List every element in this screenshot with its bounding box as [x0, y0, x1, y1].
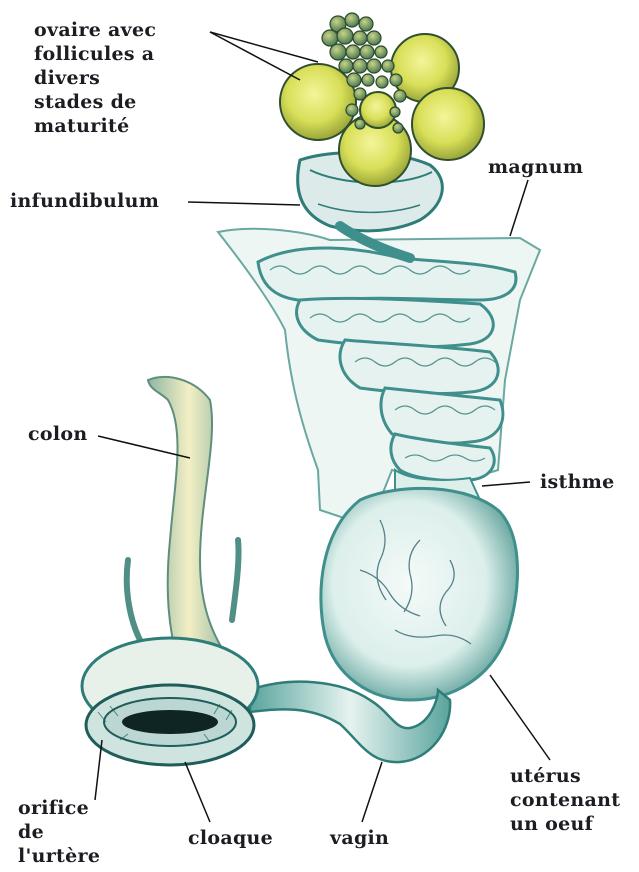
label-ovaire-line-2: follicules a [34, 42, 156, 66]
label-ovaire-line-4: stades de [34, 90, 156, 114]
label-uterus: utérus contenant un oeuf [510, 764, 620, 836]
label-uterus-line-2: contenant [510, 788, 620, 812]
label-uterus-line-1: utérus [510, 764, 620, 788]
cloaca-opening [122, 710, 218, 734]
label-isthme: isthme [540, 470, 615, 494]
label-ovaire-line-3: divers [34, 66, 156, 90]
label-magnum: magnum [488, 155, 583, 179]
label-ovaire: ovaire avec follicules a divers stades d… [34, 18, 156, 138]
label-orifice-line-2: de [18, 820, 100, 844]
label-orifice-line-3: l'urtère [18, 844, 100, 868]
label-cloaque: cloaque [188, 826, 273, 850]
label-colon: colon [28, 422, 87, 446]
label-ovaire-line-1: ovaire avec [34, 18, 156, 42]
label-ovaire-line-5: maturité [34, 114, 156, 138]
label-infundibulum: infundibulum [10, 189, 159, 213]
uterus [321, 488, 518, 700]
label-orifice-line-1: orifice [18, 796, 100, 820]
label-uterus-line-3: un oeuf [510, 812, 620, 836]
colon [148, 377, 230, 668]
label-orifice: orifice de l'urtère [18, 796, 100, 868]
label-vagin: vagin [330, 826, 389, 850]
